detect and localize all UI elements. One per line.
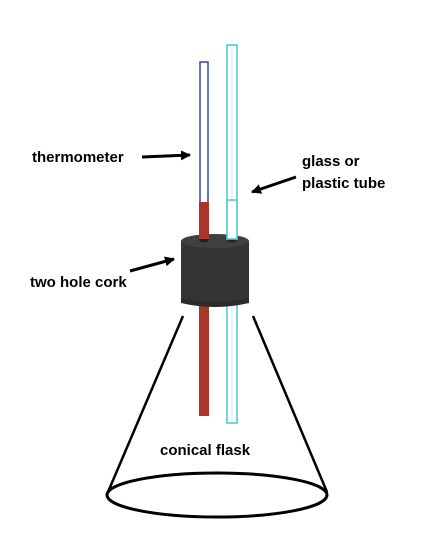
thermometer-label: thermometer bbox=[32, 149, 124, 166]
flask-left-wall bbox=[106, 315, 185, 493]
cork-arrow bbox=[129, 256, 175, 273]
mercury-above-cork bbox=[199, 202, 209, 239]
tube-label-line1: glass or bbox=[302, 153, 360, 170]
flask-base bbox=[105, 471, 329, 519]
conical-flask bbox=[105, 315, 329, 519]
cork-bottom-edge bbox=[181, 298, 249, 307]
cork-top bbox=[181, 234, 249, 248]
thermometer-mercury bbox=[199, 202, 209, 416]
tube-label-line2: plastic tube bbox=[302, 175, 385, 192]
two-hole-cork bbox=[181, 234, 249, 307]
tube-arrow bbox=[251, 175, 297, 194]
cork-body bbox=[181, 241, 249, 303]
thermometer-glass bbox=[199, 61, 209, 205]
flask-right-wall bbox=[251, 315, 329, 493]
flask-label: conical flask bbox=[160, 442, 251, 459]
thermometer-arrow bbox=[141, 150, 191, 161]
cork-label: two hole cork bbox=[30, 274, 127, 291]
tube-above-cork bbox=[226, 199, 238, 240]
